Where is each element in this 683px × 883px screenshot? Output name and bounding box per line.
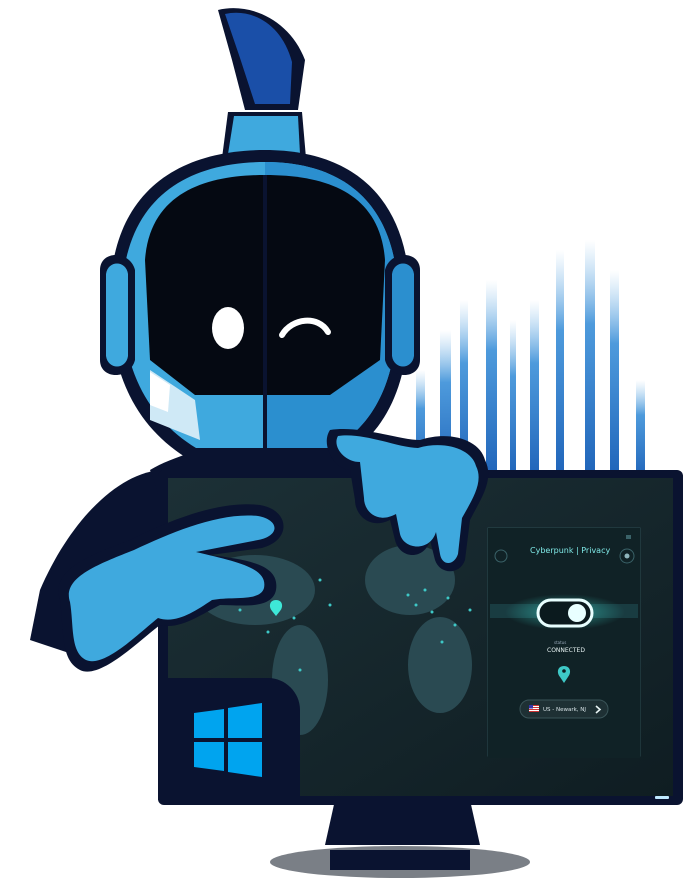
windows-logo-icon	[194, 703, 262, 777]
map-pin-icon	[269, 600, 283, 616]
chevron-right-icon	[595, 705, 602, 714]
location-pin-icon	[557, 666, 571, 683]
us-flag-icon	[529, 705, 539, 712]
app-brand: Cyberpunk | Privacy	[530, 546, 610, 555]
world-map	[195, 545, 472, 735]
connection-status: CONNECTED	[547, 647, 585, 654]
mascot-hand-right	[326, 428, 489, 572]
mascot-hand-left	[58, 504, 284, 672]
connect-toggle[interactable]	[536, 598, 594, 628]
vpn-app-window: Cyberpunk | Privacy status CONNECTED	[487, 527, 641, 758]
gear-icon[interactable]	[619, 548, 635, 564]
mascot-eye-wink	[279, 317, 331, 338]
menu-icon	[494, 549, 508, 563]
mascot-eye-left	[212, 307, 244, 349]
server-dots	[238, 578, 472, 672]
status-label: status	[554, 640, 566, 645]
mascot-head	[100, 8, 420, 460]
location-selector[interactable]: US - Newark, NJ	[519, 699, 609, 719]
speed-bars	[416, 240, 645, 480]
power-led	[655, 796, 669, 799]
location-name: US - Newark, NJ	[543, 707, 586, 713]
